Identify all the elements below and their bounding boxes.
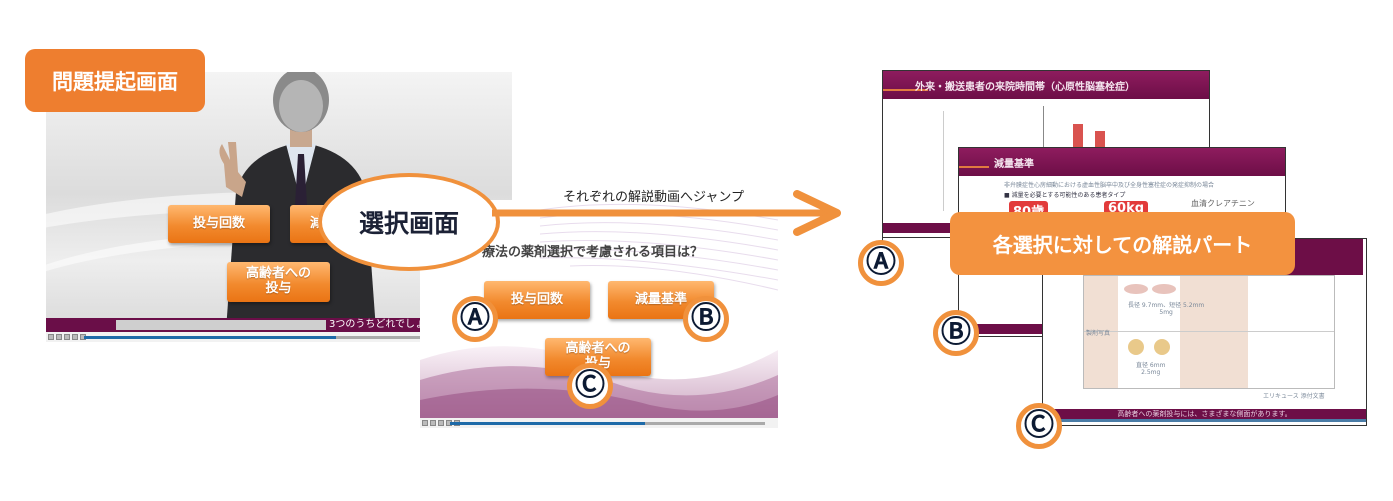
slide-header: 外来・搬送患者の来院時間帯（心原性脳塞栓症）	[883, 71, 1209, 99]
slide-bullet: ■ 減量を必要とする可能性のある患者タイプ	[1004, 192, 1126, 199]
choice-button-a[interactable]: 投与回数	[484, 281, 590, 319]
source-note: エリキュース 添付文書	[1263, 393, 1325, 400]
selection-screen-label: 選択画面	[318, 173, 500, 271]
choice-label: 高齢者への	[565, 341, 631, 357]
slide-subtitle: 非弁膜症性心房細動における虚血性脳卒中及び全身性塞栓症の発症抑制の場合	[1004, 182, 1215, 189]
marker-a-icon: Ⓐ	[858, 240, 904, 286]
problem-screen-label: 問題提起画面	[25, 49, 205, 112]
tablet-5mg-spec: 長径 9.7mm、短径 5.2mm 5mg	[1128, 302, 1205, 316]
tablet-2.5mg-icon	[1128, 339, 1144, 355]
choice-button-c[interactable]: 高齢者への 投与	[545, 338, 651, 376]
marker-c-icon: Ⓒ	[567, 363, 613, 409]
option-button-dose-frequency[interactable]: 投与回数	[168, 205, 270, 243]
tablet-2.5mg-spec: 直径 6mm 2.5mg	[1136, 362, 1166, 376]
marker-b-icon: Ⓑ	[683, 296, 729, 342]
tablet-5mg-icon	[1152, 284, 1176, 294]
slide-footer: 高齢者への薬剤投与には、さまざまな側面があります。	[1043, 409, 1366, 419]
option-button-elderly[interactable]: 高齢者への 投与	[227, 262, 330, 302]
creatinine-label: 血清クレアチニン	[1191, 199, 1255, 208]
marker-a-icon: Ⓐ	[452, 296, 498, 342]
subtitle-text: 3つのうちどれでしょう	[329, 319, 436, 330]
explanation-part-label: 各選択に対しての解説パート	[950, 212, 1295, 275]
jump-arrow-icon	[492, 190, 841, 236]
marker-b-icon: Ⓑ	[933, 310, 979, 356]
connector-line	[1042, 270, 1043, 410]
marker-c-icon: Ⓒ	[1016, 403, 1062, 449]
option-label: 高齢者への	[245, 266, 311, 282]
option-label: 投与回数	[192, 215, 245, 231]
progress-bar[interactable]	[450, 422, 645, 425]
player-controls[interactable]	[420, 418, 778, 428]
drug-table: 製剤写真 長径 9.7mm、短径 5.2mm 5mg 直径 6mm 2.5mg	[1083, 275, 1335, 389]
choice-label: 減量基準	[634, 291, 687, 307]
slide-progress	[1043, 419, 1366, 422]
slide-title: 外来・搬送患者の来院時間帯（心原性脳塞栓症）	[915, 82, 1135, 93]
progress-remaining[interactable]	[645, 422, 765, 425]
option-label: 投与	[265, 281, 292, 296]
choice-label: 投与回数	[510, 291, 563, 307]
progress-bar[interactable]	[84, 336, 336, 339]
playback-buttons[interactable]	[48, 334, 86, 340]
connector-line	[958, 270, 959, 310]
slide-header: 減量基準	[959, 148, 1285, 176]
jump-caption: それぞれの解説動画へジャンプ	[563, 190, 744, 205]
selection-question: 療法の薬剤選択で考慮される項目は？	[482, 245, 704, 260]
tablet-2.5mg-icon	[1154, 339, 1170, 355]
tablet-5mg-icon	[1124, 284, 1148, 294]
row-label: 製剤写真	[1086, 330, 1111, 337]
subtitle-redaction	[116, 320, 326, 330]
subtitle-bar: 3つのうちどれでしょう	[46, 318, 512, 332]
slide-title: 減量基準	[994, 159, 1034, 170]
